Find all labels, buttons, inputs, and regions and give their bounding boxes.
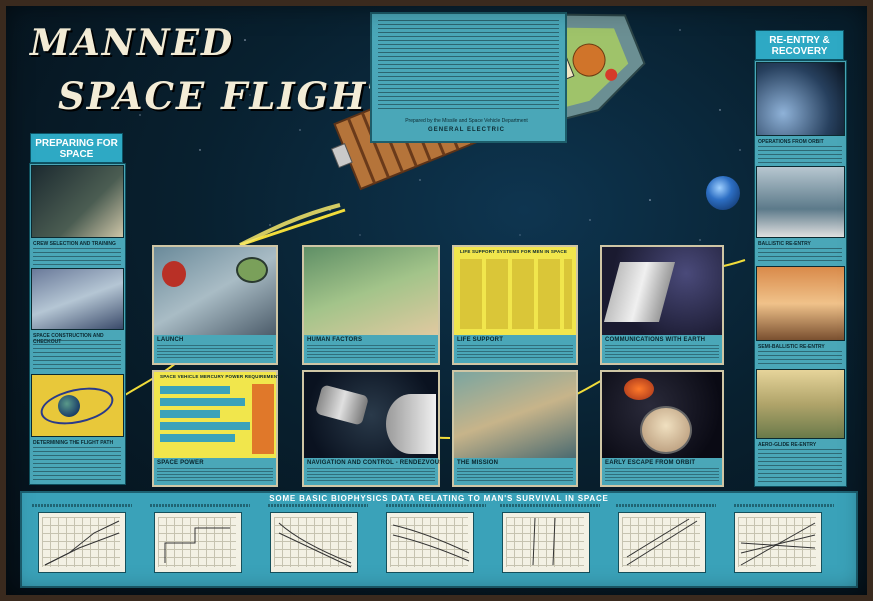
panel-text-human-factors (307, 345, 435, 360)
astronaut-training-image (31, 165, 124, 238)
right-caption-1: OPERATIONS FROM ORBIT (758, 139, 824, 145)
panel-text-launch (157, 345, 273, 360)
rendezvous-image (304, 372, 438, 458)
life-support-diagram-title: LIFE SUPPORT SYSTEMS FOR MEN IN SPACE (460, 249, 568, 254)
re-entry-recovery-heading: RE-ENTRY & RECOVERY (755, 30, 844, 60)
graph-title-3 (268, 504, 368, 507)
power-bar-3 (160, 410, 220, 418)
life-support-panel: LIFE SUPPORT SYSTEMS FOR MEN IN SPACE LI… (452, 245, 578, 365)
right-text-1 (758, 146, 842, 164)
ballistic-reentry-image (756, 266, 845, 341)
panel-heading-launch: LAUNCH (157, 337, 184, 343)
sponsor-name: GENERAL ELECTRIC (428, 127, 505, 133)
intro-text-block: Prepared by the Missile and Space Vehicl… (370, 12, 567, 143)
instrument-dial (236, 257, 268, 283)
right-text-4 (758, 449, 842, 482)
right-caption-3: SEMI-BALLISTIC RE-ENTRY (758, 344, 825, 350)
human-factors-image (304, 247, 438, 335)
globe-icon (58, 395, 80, 417)
biophysics-heading: SOME BASIC BIOPHYSICS DATA RELATING TO M… (269, 494, 609, 503)
left-column: CREW SELECTION AND TRAINING SPACE CONSTR… (29, 163, 126, 485)
biophysics-graph-7 (734, 512, 822, 573)
preparing-for-space-heading: PREPARING FOR SPACE (30, 133, 123, 163)
biophysics-graph-6 (618, 512, 706, 573)
human-factors-panel: HUMAN FACTORS (302, 245, 440, 365)
checkout-image (31, 268, 124, 330)
panel-text-mission (457, 468, 573, 482)
left-caption-3: DETERMINING THE FLIGHT PATH (33, 440, 114, 446)
left-text-1 (33, 248, 121, 266)
flight-path-diagram (31, 374, 124, 437)
power-bar-5 (160, 434, 235, 442)
intro-paragraphs (378, 20, 559, 112)
left-text-2 (33, 340, 121, 370)
space-power-panel: SPACE VEHICLE MERCURY POWER REQUIREMENTS… (152, 370, 283, 487)
orbit-ellipse (37, 381, 117, 431)
left-caption-1: CREW SELECTION AND TRAINING (33, 241, 116, 247)
sponsor-line: Prepared by the Missile and Space Vehicl… (405, 118, 528, 124)
power-column (252, 384, 274, 454)
biophysics-data-strip: SOME BASIC BIOPHYSICS DATA RELATING TO M… (20, 491, 858, 588)
panel-heading-life-support: LIFE SUPPORT (457, 337, 504, 343)
helmet-icon (162, 261, 186, 287)
graph-title-1 (32, 504, 132, 507)
space-station-icon (386, 394, 436, 454)
panel-heading-mission: THE MISSION (457, 460, 499, 466)
power-bar-1 (160, 386, 230, 394)
power-bar-4 (160, 422, 250, 430)
panel-text-space-power (157, 468, 273, 482)
graph-title-2 (150, 504, 250, 507)
graph-title-6 (616, 504, 716, 507)
launch-panel: LAUNCH (152, 245, 278, 365)
panel-heading-human-factors: HUMAN FACTORS (307, 337, 363, 343)
retro-flame-icon (624, 378, 654, 400)
biophysics-graph-2 (154, 512, 242, 573)
biophysics-graph-3 (270, 512, 358, 573)
spacecraft-icon (314, 384, 370, 426)
communications-panel: COMMUNICATIONS WITH EARTH (600, 245, 724, 365)
biophysics-graph-5 (502, 512, 590, 573)
capsule-cutaway-icon (640, 406, 692, 454)
space-power-chart: SPACE VEHICLE MERCURY POWER REQUIREMENTS (154, 372, 283, 458)
earth-icon (706, 176, 740, 210)
panel-heading-navigation: NAVIGATION AND CONTROL - RENDEZVOUS (307, 460, 444, 466)
launch-image (154, 247, 276, 335)
power-bar-2 (160, 398, 245, 406)
biophysics-graph-1 (38, 512, 126, 573)
early-escape-panel: EARLY ESCAPE FROM ORBIT (600, 370, 724, 487)
communications-image (602, 247, 722, 335)
right-text-3 (758, 351, 842, 366)
poster-title-line1: MANNED (30, 22, 235, 64)
mission-panel: THE MISSION (452, 370, 578, 487)
panel-heading-communications: COMMUNICATIONS WITH EARTH (605, 337, 706, 343)
poster-title-line2: SPACE FLIGHT (58, 74, 397, 118)
life-support-diagram: LIFE SUPPORT SYSTEMS FOR MEN IN SPACE (454, 247, 576, 335)
biophysics-graph-4 (386, 512, 474, 573)
mission-image (454, 372, 576, 458)
aero-glide-image (756, 369, 845, 439)
graph-title-7 (734, 504, 834, 507)
left-text-3 (33, 447, 121, 480)
right-caption-2: BALLISTIC RE-ENTRY (758, 241, 811, 247)
space-power-chart-title: SPACE VEHICLE MERCURY POWER REQUIREMENTS (160, 374, 284, 379)
panel-text-navigation (307, 468, 435, 482)
panel-heading-early-escape: EARLY ESCAPE FROM ORBIT (605, 460, 696, 466)
navigation-panel: NAVIGATION AND CONTROL - RENDEZVOUS (302, 370, 444, 487)
right-text-2 (758, 248, 842, 263)
panel-heading-space-power: SPACE POWER (157, 460, 204, 466)
orbit-operations-image (756, 62, 845, 136)
right-column: OPERATIONS FROM ORBIT BALLISTIC RE-ENTRY… (754, 60, 847, 487)
panel-text-early-escape (605, 468, 719, 482)
right-caption-4: AERO-GLIDE RE-ENTRY (758, 442, 817, 448)
satellite-icon (603, 262, 676, 322)
life-support-chart-blocks (460, 259, 572, 329)
panel-text-life-support (457, 345, 573, 360)
graph-title-4 (386, 504, 486, 507)
panel-text-communications (605, 345, 719, 360)
graph-title-5 (500, 504, 600, 507)
early-escape-image (602, 372, 722, 458)
recovery-ship-image (756, 166, 845, 238)
